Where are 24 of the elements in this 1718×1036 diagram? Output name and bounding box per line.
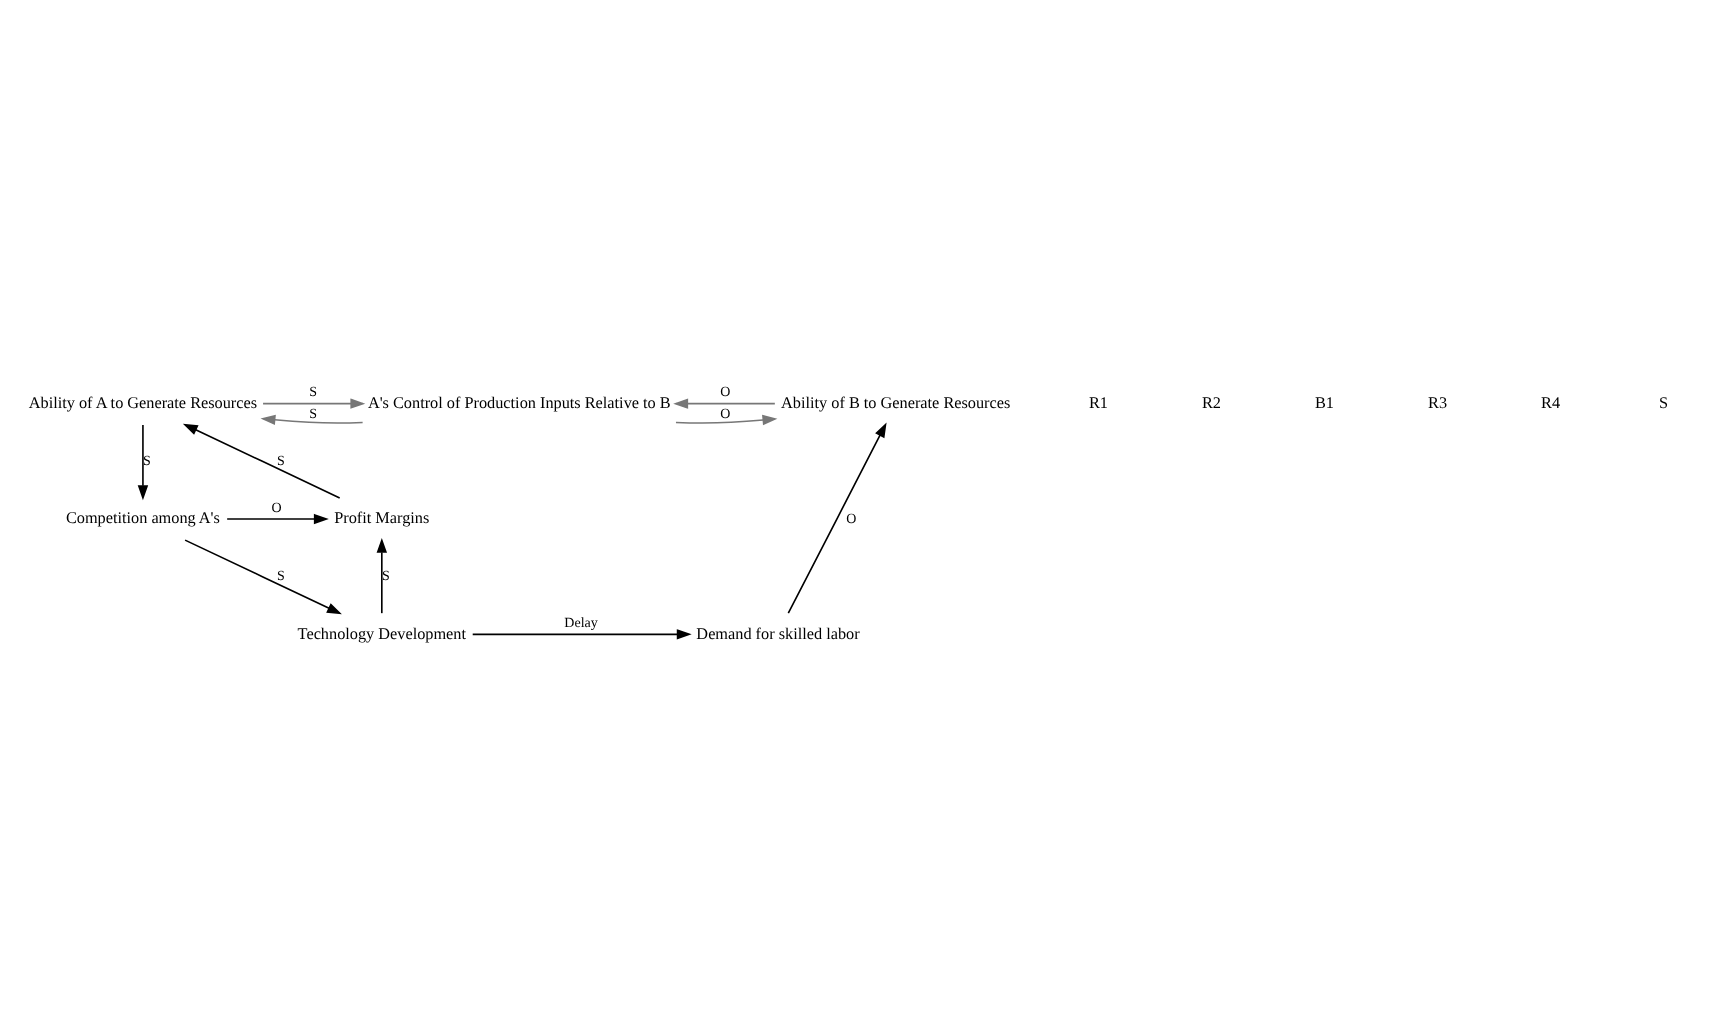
label: R2 [1201,392,1222,411]
node-text: Ability of A to Generate Resources [28,392,258,411]
arrow [184,538,342,614]
label: R4 [1541,392,1561,411]
node-text: Demand for skilled labor [696,623,860,642]
label: B1 [1315,392,1335,411]
arrow [675,413,778,425]
node-text: Competition among A's [65,508,220,527]
arrow [471,628,692,639]
arrow [260,413,364,425]
arrow [262,397,366,408]
node-text: A's Control of Production Inputs Relative to B [367,392,671,411]
label: R1 [1088,392,1108,411]
arrow [226,512,329,524]
label: R3 [1428,392,1448,411]
arrow [137,423,149,500]
label: S [1659,392,1669,411]
node-text: Technology Development [297,623,467,642]
arrow [182,422,341,498]
arrow [787,421,887,614]
arrow [376,536,388,613]
node-text: Profit Margins [334,508,430,527]
node-text: Ability of B to Generate Resources [781,392,1011,411]
arrow [673,397,776,408]
